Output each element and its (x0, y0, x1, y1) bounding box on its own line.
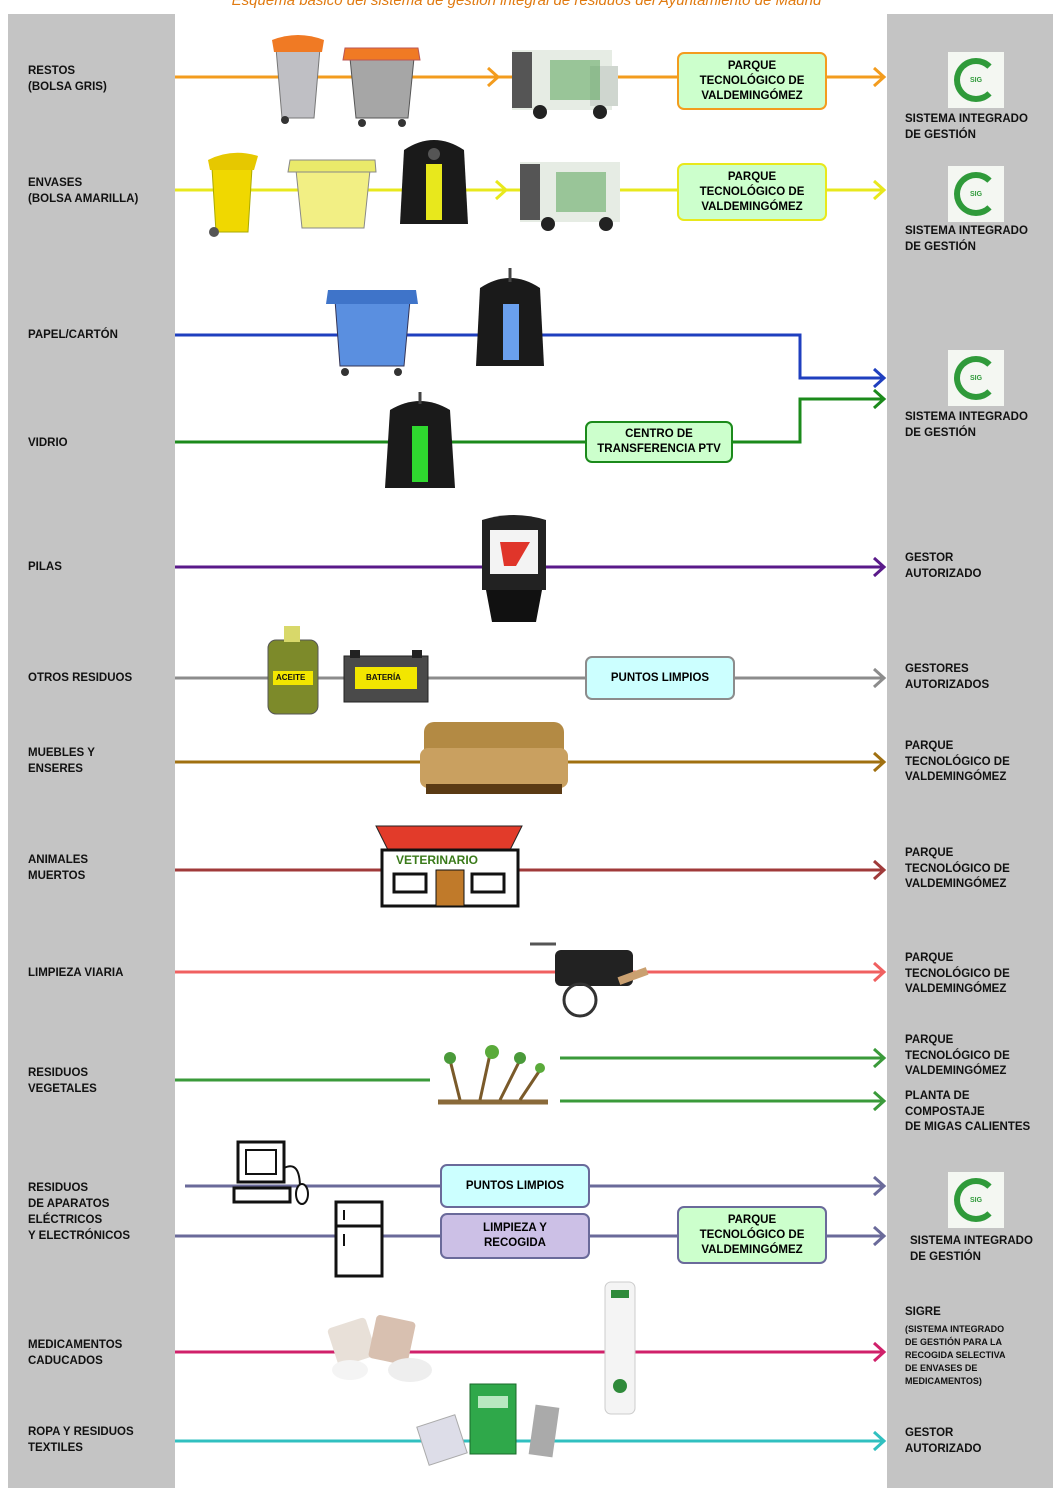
dest-otros: GESTORES AUTORIZADOS (905, 663, 990, 691)
garbage-truck-icon (512, 50, 618, 119)
blue-container-icon (326, 290, 418, 376)
row-label-ropa: ROPA Y RESIDUOS TEXTILES (28, 1426, 134, 1454)
pilas-arrow (872, 556, 887, 578)
vidrio-arrow (872, 388, 887, 410)
row-label-pilas: PILAS (28, 561, 62, 573)
source-column (8, 14, 175, 1488)
row-label-papel: PAPEL/CARTÓN (28, 329, 118, 341)
yellow-container-icon (287, 159, 377, 229)
blue-igloo-icon (476, 268, 544, 366)
bateria-label: BATERÍA (366, 673, 401, 682)
dest-medicamentos-note: (SISTEMA INTEGRADO DE GESTIÓN PARA LA RE… (905, 1324, 1006, 1386)
row-label-medicamentos: MEDICAMENTOS CADUCADOS (28, 1339, 123, 1367)
dest-restos: SISTEMA INTEGRADO DE GESTIÓN (905, 113, 1028, 141)
papel-arrow (872, 367, 887, 389)
muebles-arrow (872, 751, 887, 773)
vet-clinic-icon (375, 825, 523, 908)
dest-raee: SISTEMA INTEGRADO DE GESTIÓN (910, 1235, 1033, 1263)
veterinario-label: VETERINARIO (396, 853, 479, 867)
sigre-point-icon (604, 1281, 636, 1415)
dest-animales: PARQUE TECNOLÓGICO DE VALDEMINGÓMEZ (905, 847, 1010, 890)
limpieza-recogida-box: LIMPIEZA Y RECOGIDA (440, 1213, 590, 1259)
garbage-truck-icon-2 (520, 162, 620, 231)
car-battery-icon (343, 650, 429, 703)
limpieza-arrow (872, 961, 887, 983)
grey-container-icon (342, 47, 421, 127)
textile-container-icon (469, 1383, 517, 1455)
dest-muebles: PARQUE TECNOLÓGICO DE VALDEMINGÓMEZ (905, 740, 1010, 783)
row-label-muebles: MUEBLES Y ENSERES (28, 747, 95, 775)
computer-icon (232, 1140, 309, 1205)
dest-pilas: GESTOR AUTORIZADO (905, 552, 982, 580)
fridge-icon (334, 1200, 384, 1278)
row-label-restos: RESTOS (BOLSA GRIS) (28, 65, 107, 93)
otros-arrow (872, 667, 887, 689)
dest-papel-vidrio: SISTEMA INTEGRADO DE GESTIÓN (905, 411, 1028, 439)
dest-ropa: GESTOR AUTORIZADO (905, 1427, 982, 1455)
dest-medicamentos: SIGRE (905, 1306, 941, 1318)
clothes-icon (416, 1404, 560, 1466)
yellow-igloo-icon (400, 140, 468, 224)
medicines-icon (327, 1315, 432, 1382)
medicamentos-arrow (872, 1341, 887, 1363)
street-cart-icon (530, 942, 649, 1018)
puntos-limpios-box-raee: PUNTOS LIMPIOS (440, 1164, 590, 1208)
row-label-limpieza: LIMPIEZA VIARIA (28, 967, 124, 979)
row-label-raee: RESIDUOS DE APARATOS ELÉCTRICOS Y ELECTR… (28, 1182, 131, 1242)
dest-envases: SISTEMA INTEGRADO DE GESTIÓN (905, 225, 1028, 253)
animales-arrow (872, 859, 887, 881)
vidrio-flow-line (175, 397, 882, 444)
grey-bin-small-icon (272, 35, 324, 124)
row-label-envases: ENVASES (BOLSA AMARILLA) (28, 177, 139, 205)
sig-recycle-icon: SIG (948, 350, 1004, 406)
sofa-icon (420, 722, 568, 794)
green-igloo-icon (385, 392, 455, 488)
parque-box-restos: PARQUE TECNOLÓGICO DE VALDEMINGÓMEZ (677, 52, 827, 110)
oil-bottle-icon (267, 626, 319, 715)
row-label-vegetales: RESIDUOS VEGETALES (28, 1067, 97, 1095)
sig-recycle-icon: SIG (948, 166, 1004, 222)
dest-vegetales-2: PLANTA DE COMPOSTAJE DE MIGAS CALIENTES (905, 1090, 1031, 1133)
yellow-bin-small-icon (208, 152, 258, 237)
dest-limpieza: PARQUE TECNOLÓGICO DE VALDEMINGÓMEZ (905, 952, 1010, 995)
battery-collector-icon (482, 515, 546, 622)
sig-recycle-icon: SIG (948, 1172, 1004, 1228)
row-label-vidrio: VIDRIO (28, 437, 68, 449)
row-label-otros: OTROS RESIDUOS (28, 672, 133, 684)
ropa-arrow (872, 1430, 887, 1452)
branches-icon (438, 1045, 548, 1105)
raee-arrow (872, 1175, 887, 1247)
parque-box-envases: PARQUE TECNOLÓGICO DE VALDEMINGÓMEZ (677, 163, 827, 221)
envases-arrow (494, 179, 887, 201)
puntos-limpios-box-otros: PUNTOS LIMPIOS (585, 656, 735, 700)
ptv-box: CENTRO DE TRANSFERENCIA PTV (585, 421, 733, 463)
aceite-label: ACEITE (276, 673, 306, 682)
sig-recycle-icon: SIG (948, 52, 1004, 108)
dest-vegetales-1: PARQUE TECNOLÓGICO DE VALDEMINGÓMEZ (905, 1034, 1010, 1077)
vegetales-arrow (872, 1047, 887, 1112)
row-label-animales: ANIMALES MUERTOS (28, 854, 89, 882)
restos-arrow (486, 66, 887, 88)
page-title: Esquema básico del sistema de gestión in… (231, 0, 822, 9)
parque-box-raee: PARQUE TECNOLÓGICO DE VALDEMINGÓMEZ (677, 1206, 827, 1264)
destination-column (887, 14, 1053, 1488)
